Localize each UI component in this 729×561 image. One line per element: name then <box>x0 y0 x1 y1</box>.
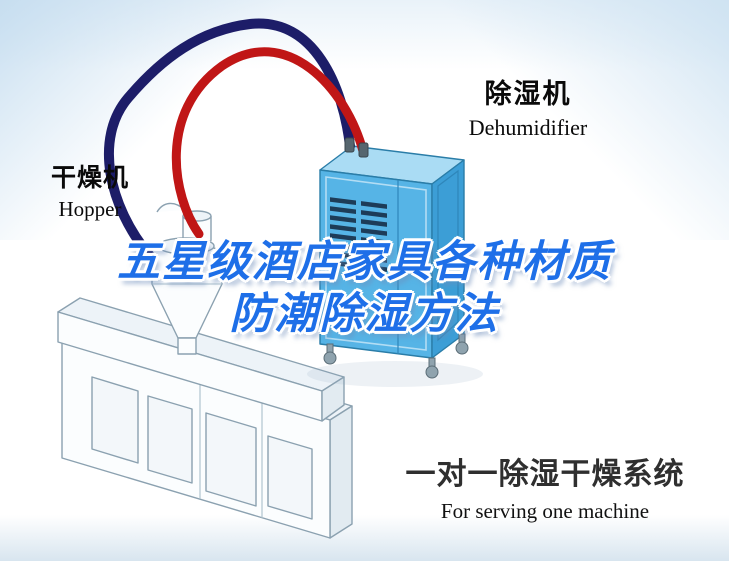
extruder-panel <box>91 376 139 464</box>
extruder-panel <box>147 395 193 484</box>
footer-title: 一对一除湿干燥系统 <box>405 458 685 491</box>
dehumidifier-illustration <box>307 145 483 387</box>
hopper-label: 干燥机 Hopper <box>38 158 142 222</box>
extruder-panel <box>267 435 313 520</box>
footer-caption: 一对一除湿干燥系统 For serving one machine <box>376 449 714 524</box>
extruder-panel <box>205 412 257 507</box>
pipe-red <box>171 47 368 239</box>
dehumidifier-label-zh: 除湿机 <box>484 79 572 109</box>
dehumidifier-label: 除湿机 Dehumidifier <box>446 72 610 141</box>
pipe-connectors <box>344 137 369 158</box>
headline-line2: 防潮除湿方法 <box>229 290 500 338</box>
hopper-label-en: Hopper <box>58 197 122 221</box>
hopper-label-zh: 干燥机 <box>50 164 129 192</box>
footer-subtitle: For serving one machine <box>440 499 650 523</box>
door-handle <box>450 249 456 255</box>
vent-grille <box>330 197 387 272</box>
dehumidifier-label-en: Dehumidifier <box>468 115 588 140</box>
headline: 五星级酒店家具各种材质 防潮除湿方法 <box>0 236 729 340</box>
side-door <box>437 169 459 342</box>
caster-wheels <box>323 333 469 379</box>
headline-line1: 五星级酒店家具各种材质 <box>117 238 612 286</box>
pipe-navy <box>104 18 355 261</box>
extruder-illustration <box>57 297 353 539</box>
